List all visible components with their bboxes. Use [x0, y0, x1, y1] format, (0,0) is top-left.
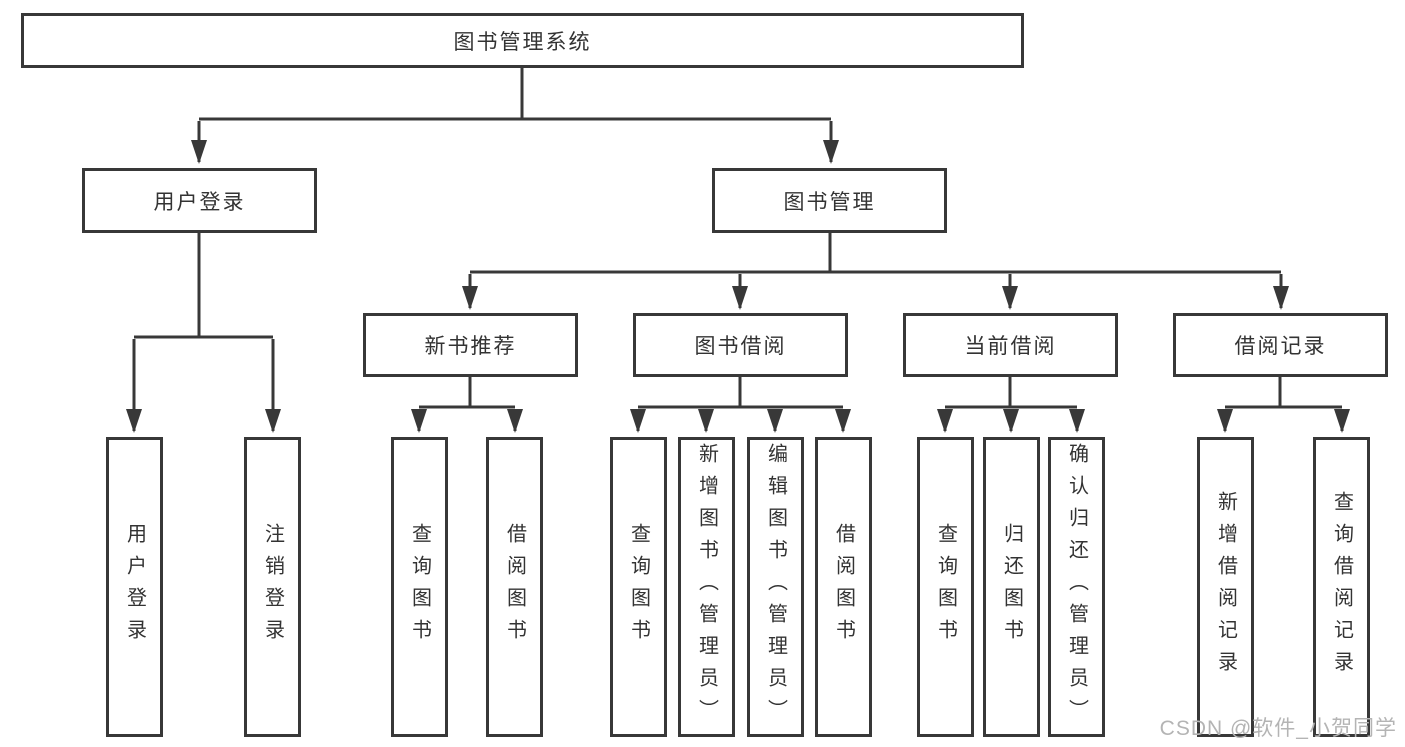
- leaf-label: 归还图书: [1000, 523, 1023, 651]
- leaf-edit-book-admin: 编辑图书（管理员）: [747, 437, 804, 737]
- leaf-label: 用户登录: [123, 523, 146, 651]
- node-book-management: 图书管理: [712, 168, 947, 233]
- leaf-borrow-books-recommend: 借阅图书: [486, 437, 543, 737]
- leaf-query-borrow-record: 查询借阅记录: [1313, 437, 1370, 737]
- leaf-logout: 注销登录: [244, 437, 301, 737]
- leaf-label: 注销登录: [261, 523, 284, 651]
- leaf-label: 新增图书（管理员）: [695, 443, 718, 731]
- leaf-query-books-recommend: 查询图书: [391, 437, 448, 737]
- leaf-label: 确认归还（管理员）: [1065, 443, 1088, 731]
- leaf-add-book-admin: 新增图书（管理员）: [678, 437, 735, 737]
- leaf-label: 查询图书: [934, 523, 957, 651]
- node-borrow-record: 借阅记录: [1173, 313, 1388, 377]
- node-new-book-recommend: 新书推荐: [363, 313, 578, 377]
- node-user-login: 用户登录: [82, 168, 317, 233]
- leaf-add-borrow-record: 新增借阅记录: [1197, 437, 1254, 737]
- leaf-label: 查询图书: [408, 523, 431, 651]
- leaf-borrow-books: 借阅图书: [815, 437, 872, 737]
- leaf-user-login: 用户登录: [106, 437, 163, 737]
- leaf-confirm-return-admin: 确认归还（管理员）: [1048, 437, 1105, 737]
- node-root: 图书管理系统: [21, 13, 1024, 68]
- leaf-label: 查询图书: [627, 523, 650, 651]
- leaf-query-books-borrow: 查询图书: [610, 437, 667, 737]
- leaf-label: 借阅图书: [832, 523, 855, 651]
- leaf-return-book: 归还图书: [983, 437, 1040, 737]
- leaf-label: 编辑图书（管理员）: [764, 443, 787, 731]
- leaf-query-books-current: 查询图书: [917, 437, 974, 737]
- node-current-borrow: 当前借阅: [903, 313, 1118, 377]
- leaf-label: 查询借阅记录: [1330, 491, 1353, 683]
- leaf-label: 借阅图书: [503, 523, 526, 651]
- leaf-label: 新增借阅记录: [1214, 491, 1237, 683]
- node-book-borrow: 图书借阅: [633, 313, 848, 377]
- watermark: CSDN @软件_小贺同学: [1159, 717, 1397, 740]
